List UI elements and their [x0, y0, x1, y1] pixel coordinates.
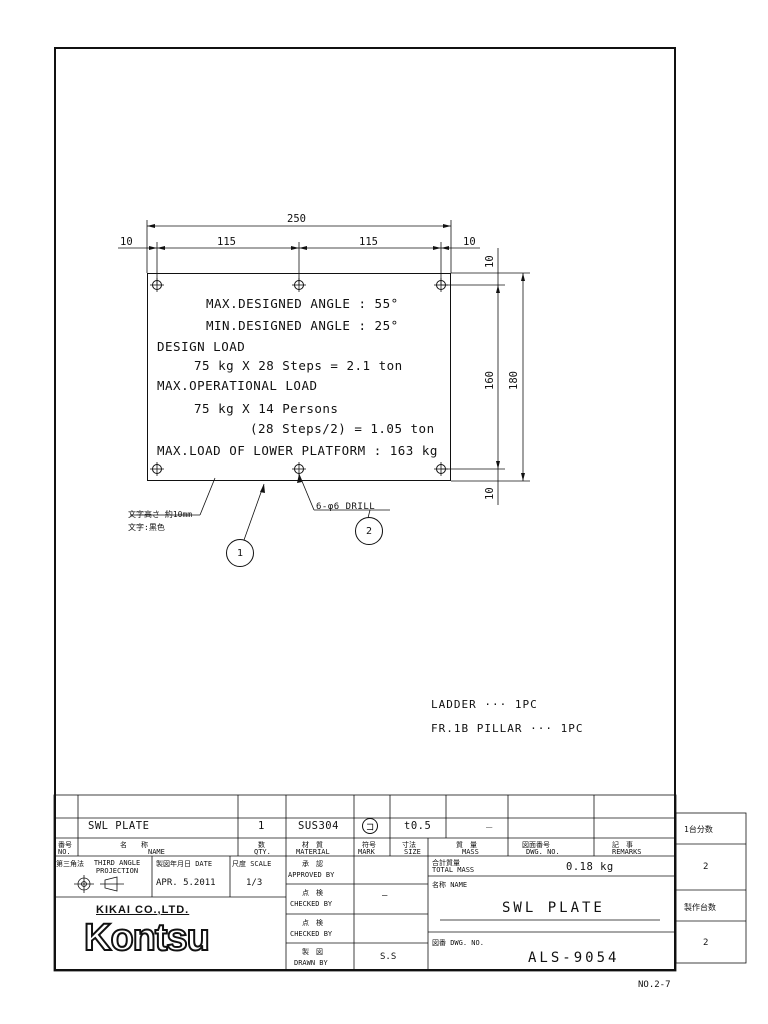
dim-right-margin: 10 — [463, 236, 476, 248]
hdr-mass-en: MASS — [462, 848, 479, 856]
drill-hole — [436, 280, 446, 290]
logo-wordmark: Kontsu — [83, 916, 211, 960]
per-unit-value: 2 — [703, 862, 709, 872]
checked1-value: — — [382, 891, 388, 901]
production-label: 製作台数 — [684, 903, 716, 912]
hdr-mark-en: MARK — [358, 848, 375, 856]
hdr-remarks-en: REMARKS — [612, 848, 642, 856]
drill-hole — [152, 464, 162, 474]
part-qty: 1 — [258, 820, 265, 832]
part-name: SWL PLATE — [88, 820, 150, 832]
dim-overall-width: 250 — [287, 213, 306, 225]
hdr-remarks-jp: 記 事 — [612, 841, 633, 849]
dim-outer-height: 180 — [508, 371, 520, 390]
projection-en: THIRD ANGLE PROJECTION — [93, 859, 141, 875]
projection-jp: 第三角法 — [56, 860, 84, 868]
dim-inner-height: 160 — [484, 371, 496, 390]
per-unit-label: 1台分数 — [684, 825, 713, 834]
hdr-dwg-en: DWG. NO. — [526, 848, 560, 856]
date-label: 製図年月日 DATE — [156, 860, 213, 868]
part-material: SUS304 — [298, 820, 339, 832]
hdr-dwg-jp: 図面番号 — [522, 841, 550, 849]
plate-text-line: MIN.DESIGNED ANGLE : 25° — [206, 318, 399, 333]
plate-text-line: MAX.OPERATIONAL LOAD — [157, 378, 318, 393]
checked1-jp: 点 検 — [302, 889, 323, 897]
logo-tagline: KIKAI CO.,LTD. — [96, 904, 190, 916]
hdr-mark-jp: 符号 — [362, 841, 376, 849]
hdr-qty-jp: 数 — [258, 841, 265, 849]
drawing-title: SWL PLATE — [502, 900, 605, 916]
hdr-mass-jp: 質 量 — [456, 841, 477, 849]
part-mark: コ — [362, 818, 378, 834]
approved-en: APPROVED BY — [288, 871, 335, 879]
checked2-jp: 点 検 — [302, 919, 323, 927]
dwg-no-label: 図番 DWG. NO. — [432, 939, 484, 947]
sheet-number: NO.2-7 — [638, 980, 671, 990]
scale-label: 尺度 SCALE — [232, 860, 272, 868]
plate-text-line: 75 kg X 14 Persons — [194, 401, 339, 416]
text-color-note: 文字:黒色 — [128, 523, 165, 532]
drill-hole — [294, 464, 304, 474]
part-size: t0.5 — [404, 820, 432, 832]
part-balloon-1: 1 — [226, 539, 254, 567]
drill-hole — [436, 464, 446, 474]
plate-text-line: MAX.DESIGNED ANGLE : 55° — [206, 296, 399, 311]
drawing-frame — [54, 47, 676, 971]
hdr-size-jp: 寸法 — [402, 841, 416, 849]
dim-bottom-margin: 10 — [484, 487, 496, 500]
usage-note: LADDER ··· 1PC — [431, 698, 538, 711]
drawing-date: APR. 5.2011 — [156, 878, 216, 888]
hdr-name-en: NAME — [148, 848, 165, 856]
drawn-value: S.S — [380, 952, 397, 962]
drawing-number: ALS-9054 — [528, 950, 620, 966]
part-mass: _ — [486, 816, 493, 828]
drawn-en: DRAWN BY — [294, 959, 328, 967]
plate-text-line: (28 Steps/2) = 1.05 ton — [250, 421, 435, 436]
approved-jp: 承 認 — [302, 860, 323, 868]
dim-top-margin: 10 — [484, 255, 496, 268]
drill-note: 6-φ6 DRILL — [316, 502, 376, 512]
total-mass-jp: 合計質量 — [432, 859, 460, 867]
hdr-material-jp: 材 質 — [302, 841, 323, 849]
total-mass-en: TOTAL MASS — [432, 866, 475, 874]
hdr-no-en: NO. — [58, 848, 71, 856]
hdr-qty-en: QTY. — [254, 848, 271, 856]
text-height-note: 文字高さ 約10mm — [128, 510, 193, 519]
drill-hole — [152, 280, 162, 290]
dim-span-right: 115 — [359, 236, 378, 248]
name-label: 名称 NAME — [432, 881, 468, 889]
dim-span-left: 115 — [217, 236, 236, 248]
checked2-en: CHECKED BY — [290, 930, 333, 938]
company-logo: KIKAI CO.,LTD. Kontsu — [62, 904, 262, 966]
plate-text-line: 75 kg X 28 Steps = 2.1 ton — [194, 358, 403, 373]
hdr-size-en: SIZE — [404, 848, 421, 856]
total-mass-value: 0.18 kg — [566, 861, 614, 873]
dim-left-margin: 10 — [120, 236, 133, 248]
hdr-material-en: MATERIAL — [296, 848, 330, 856]
hdr-name-jp: 名 称 — [120, 841, 148, 849]
production-value: 2 — [703, 938, 709, 948]
usage-note: FR.1B PILLAR ··· 1PC — [431, 722, 584, 735]
plate-text-line: MAX.LOAD OF LOWER PLATFORM : 163 kg — [157, 443, 438, 458]
drawn-jp: 製 図 — [302, 948, 323, 956]
swl-plate-outline — [147, 273, 451, 481]
drill-hole — [294, 280, 304, 290]
checked1-en: CHECKED BY — [290, 900, 333, 908]
hdr-no-jp: 番号 — [58, 841, 72, 849]
plate-text-line: DESIGN LOAD — [157, 339, 246, 354]
part-balloon-2: 2 — [355, 517, 383, 545]
drawing-scale: 1/3 — [246, 878, 263, 888]
